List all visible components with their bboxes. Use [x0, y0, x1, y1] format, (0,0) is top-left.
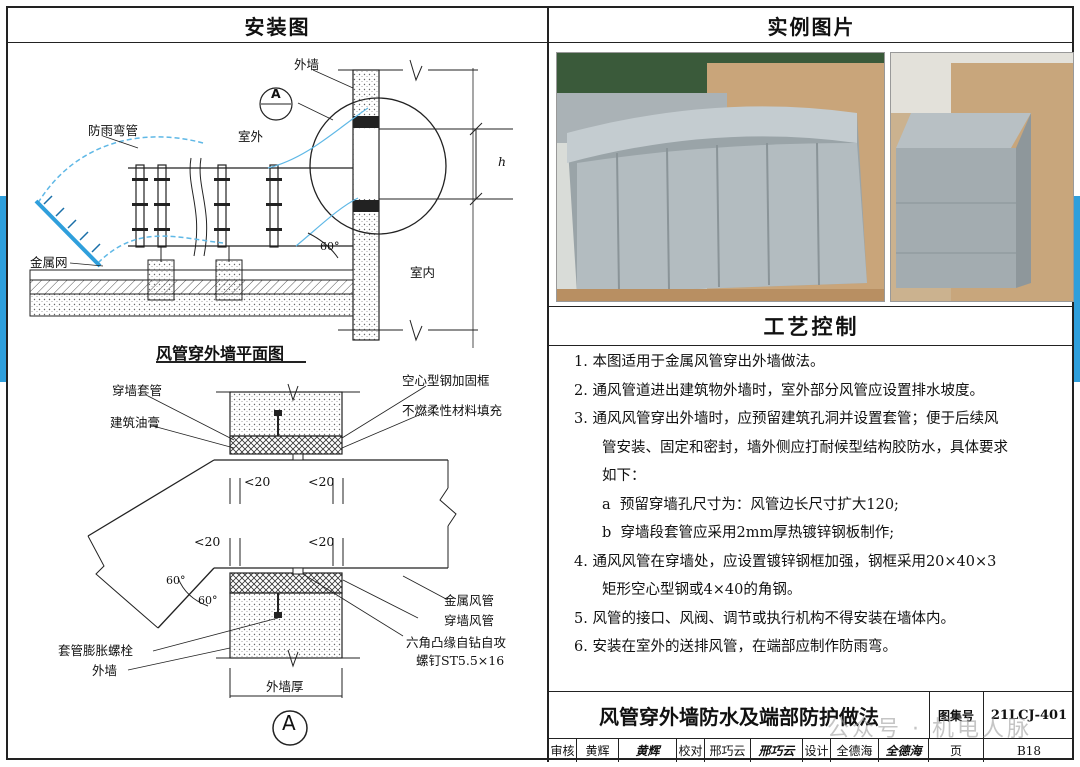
- page-number: B18: [1016, 743, 1042, 758]
- label-bolt: 套管膨胀螺栓: [58, 643, 134, 658]
- label-angle-b: 60°: [198, 594, 218, 607]
- photos-header: 实例图片: [549, 8, 1074, 43]
- plan-label-h: h: [498, 154, 507, 169]
- metal-mesh: [34, 199, 102, 268]
- plan-label-rain-elbow: 防雨弯管: [88, 123, 139, 138]
- section-detail: [87, 383, 457, 746]
- drawing-title: 风管穿外墙防水及端部防护做法: [549, 692, 930, 738]
- plan-label-outdoor: 室外: [238, 129, 264, 144]
- plan-label-indoor: 室内: [410, 265, 436, 280]
- plan-label-outer-wall: 外墙: [294, 57, 320, 72]
- page-label: 页: [929, 739, 984, 762]
- label-gap-4: <20: [308, 534, 335, 549]
- plan-label-angle: 60°: [320, 240, 340, 253]
- note-5: 5. 风管的接口、风阀、调节或执行机构不得安装在墙体内。: [574, 610, 955, 627]
- watermark: 公众号 · 机电人脉: [827, 717, 1032, 742]
- reviewer-name: 黄辉: [577, 739, 619, 762]
- note-3: 3. 通风风管穿出外墙时，应预留建筑孔洞并设置套管；便于后续风: [574, 411, 999, 427]
- signature-row: 审核 黄辉 黄辉 校对 邢巧云 邢巧云 设计 全德海 全德海 页 B18: [549, 738, 1074, 762]
- wall-opening: [354, 129, 378, 199]
- label-filler: 不燃柔性材料填充: [402, 403, 503, 418]
- right-edge-tab: [1072, 196, 1080, 382]
- label-screw-2: 螺钉ST5.5×16: [416, 653, 505, 668]
- title-block: 风管穿外墙防水及端部防护做法 图集号 21LCJ-401 审核 黄辉 黄辉 校对…: [549, 691, 1074, 762]
- drawing-sheet: 安装图 实例图片: [6, 6, 1074, 762]
- process-notes: 1. 本图适用于金属风管穿出外墙做法。 2. 通风管道进出建筑物外墙时，室外部分…: [574, 348, 1064, 662]
- label-outer-wall: 外墙: [92, 663, 118, 678]
- designer-signature: 全德海: [879, 739, 929, 762]
- left-edge-tab: [0, 196, 8, 382]
- atlas-number: 21LCJ-401: [990, 707, 1068, 723]
- plan-view: [29, 59, 513, 363]
- label-hollow-steel: 空心型钢加固框: [402, 373, 490, 388]
- section-mark-A: [272, 710, 308, 746]
- label-screw-1: 六角凸缘自钻自攻: [406, 635, 507, 650]
- atlas-label: 图集号: [929, 692, 984, 738]
- section-mark-letter: A: [282, 711, 296, 735]
- photo-duct-elbow-1: [556, 52, 885, 302]
- checker-signature: 邢巧云: [751, 739, 803, 762]
- install-drawing: [29, 59, 513, 746]
- wall-lintel-bottom: [353, 200, 379, 212]
- plan-caption: 风管穿外墙平面图: [156, 344, 285, 363]
- reviewer-signature: 黄辉: [619, 739, 677, 762]
- review-label: 审核: [549, 739, 577, 762]
- note-6: 6. 安装在室外的送排风管，在端部应制作防雨弯。: [574, 639, 897, 655]
- install-header: 安装图: [8, 8, 547, 43]
- note-1: 1. 本图适用于金属风管穿出外墙做法。: [574, 354, 825, 370]
- note-3-cont-1: 管安装、固定和密封，墙外侧应打耐候型结构胶防水，具体要求: [602, 439, 1008, 456]
- design-label: 设计: [803, 739, 831, 762]
- center-divider: [547, 8, 549, 762]
- designer-name: 全德海: [831, 739, 879, 762]
- plan-section-A: A: [271, 86, 281, 101]
- checker-name: 邢巧云: [705, 739, 751, 762]
- label-gap-3: <20: [194, 534, 221, 549]
- label-wall-duct: 穿墙风管: [444, 613, 495, 628]
- note-4: 4. 通风风管在穿墙处，应设置镀锌钢框加强，钢框采用20×40×3: [574, 553, 997, 570]
- note-3b: b 穿墙段套管应采用2mm厚热镀锌钢板制作;: [602, 525, 895, 541]
- label-gap-1: <20: [244, 474, 271, 489]
- note-4-cont: 矩形空心型钢或4×40的角钢。: [602, 582, 802, 598]
- label-sealant: 建筑油膏: [110, 415, 161, 430]
- wall-lintel-top: [353, 116, 379, 128]
- photo-duct-elbow-2: [890, 52, 1074, 302]
- label-angle-a: 60°: [166, 574, 186, 587]
- note-2: 2. 通风管道进出建筑物外墙时，室外部分风管应设置排水坡度。: [574, 382, 984, 399]
- label-sleeve: 穿墙套管: [112, 383, 163, 398]
- note-3-cont-2: 如下：: [602, 468, 646, 484]
- check-label: 校对: [677, 739, 705, 762]
- label-wall-thickness: 外墙厚: [266, 679, 304, 694]
- process-header: 工艺控制: [549, 306, 1074, 346]
- note-3a: a 预留穿墙孔尺寸为：风管边长尺寸扩大120;: [602, 496, 899, 513]
- label-gap-2: <20: [308, 474, 335, 489]
- label-metal-duct: 金属风管: [444, 593, 495, 608]
- detail-circle: [309, 97, 447, 235]
- plan-label-metal-mesh: 金属网: [30, 255, 68, 270]
